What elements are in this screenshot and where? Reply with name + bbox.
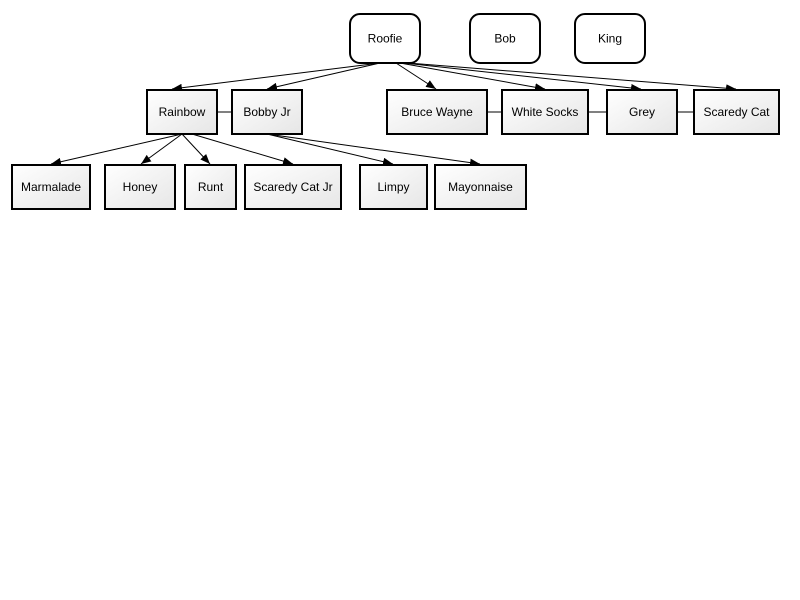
node-box: [606, 89, 678, 135]
node-roofie[interactable]: Roofie: [349, 13, 421, 64]
node-bruce-wayne[interactable]: Bruce Wayne: [386, 89, 488, 135]
node-label: Rainbow: [159, 105, 206, 119]
node-box: [501, 89, 589, 135]
edge-roofie-to-white-socks: [399, 62, 546, 92]
node-rainbow[interactable]: Rainbow: [146, 89, 218, 135]
node-label: Runt: [198, 180, 224, 194]
edge-layer: [50, 62, 737, 167]
edge-roofie-to-rainbow: [171, 62, 381, 92]
node-scaredy-cat-jr[interactable]: Scaredy Cat Jr: [244, 164, 342, 210]
node-white-socks[interactable]: White Socks: [501, 89, 589, 135]
node-box: [349, 13, 421, 64]
node-label: Honey: [123, 180, 158, 194]
edge-roofie-to-bruce-wayne: [395, 62, 437, 90]
node-marmalade[interactable]: Marmalade: [11, 164, 91, 210]
edge-rainbow-to-honey: [140, 133, 183, 165]
node-bobby-jr[interactable]: Bobby Jr: [231, 89, 303, 135]
node-label: Scaredy Cat: [703, 105, 770, 119]
node-box: [574, 13, 646, 64]
node-label: Bob: [494, 32, 516, 46]
edge-rainbow-to-scaredy-cat-jr: [191, 133, 294, 165]
edge-bobby-jr-to-limpy: [266, 133, 394, 166]
node-bob[interactable]: Bob: [469, 13, 541, 64]
node-honey[interactable]: Honey: [104, 164, 176, 210]
node-box: [184, 164, 237, 210]
edge-rainbow-to-runt: [181, 133, 211, 165]
edge-roofie-to-grey: [403, 62, 642, 92]
node-grey[interactable]: Grey: [606, 89, 678, 135]
node-label: King: [598, 32, 622, 46]
node-box: [434, 164, 527, 210]
node-scaredy-cat[interactable]: Scaredy Cat: [693, 89, 780, 135]
node-box: [693, 89, 780, 135]
node-limpy[interactable]: Limpy: [359, 164, 428, 210]
node-label: Limpy: [377, 180, 409, 194]
edge-roofie-to-scaredy-cat: [407, 62, 737, 93]
edge-roofie-to-bobby-jr: [266, 62, 381, 91]
node-box: [11, 164, 91, 210]
node-box: [231, 89, 303, 135]
node-label: Bobby Jr: [243, 105, 290, 119]
node-box: [469, 13, 541, 64]
node-box: [146, 89, 218, 135]
node-box: [359, 164, 428, 210]
node-box: [104, 164, 176, 210]
node-runt[interactable]: Runt: [184, 164, 237, 210]
node-label: White Socks: [512, 105, 579, 119]
node-box: [244, 164, 342, 210]
edge-rainbow-to-marmalade: [50, 133, 183, 166]
node-label: Mayonnaise: [448, 180, 513, 194]
node-label: Marmalade: [21, 180, 81, 194]
node-label: Grey: [629, 105, 655, 119]
node-label: Roofie: [368, 32, 403, 46]
node-king[interactable]: King: [574, 13, 646, 64]
edge-bobby-jr-to-mayonnaise: [266, 133, 481, 167]
node-label: Bruce Wayne: [401, 105, 473, 119]
node-label: Scaredy Cat Jr: [253, 180, 332, 194]
node-box: [386, 89, 488, 135]
node-mayonnaise[interactable]: Mayonnaise: [434, 164, 527, 210]
